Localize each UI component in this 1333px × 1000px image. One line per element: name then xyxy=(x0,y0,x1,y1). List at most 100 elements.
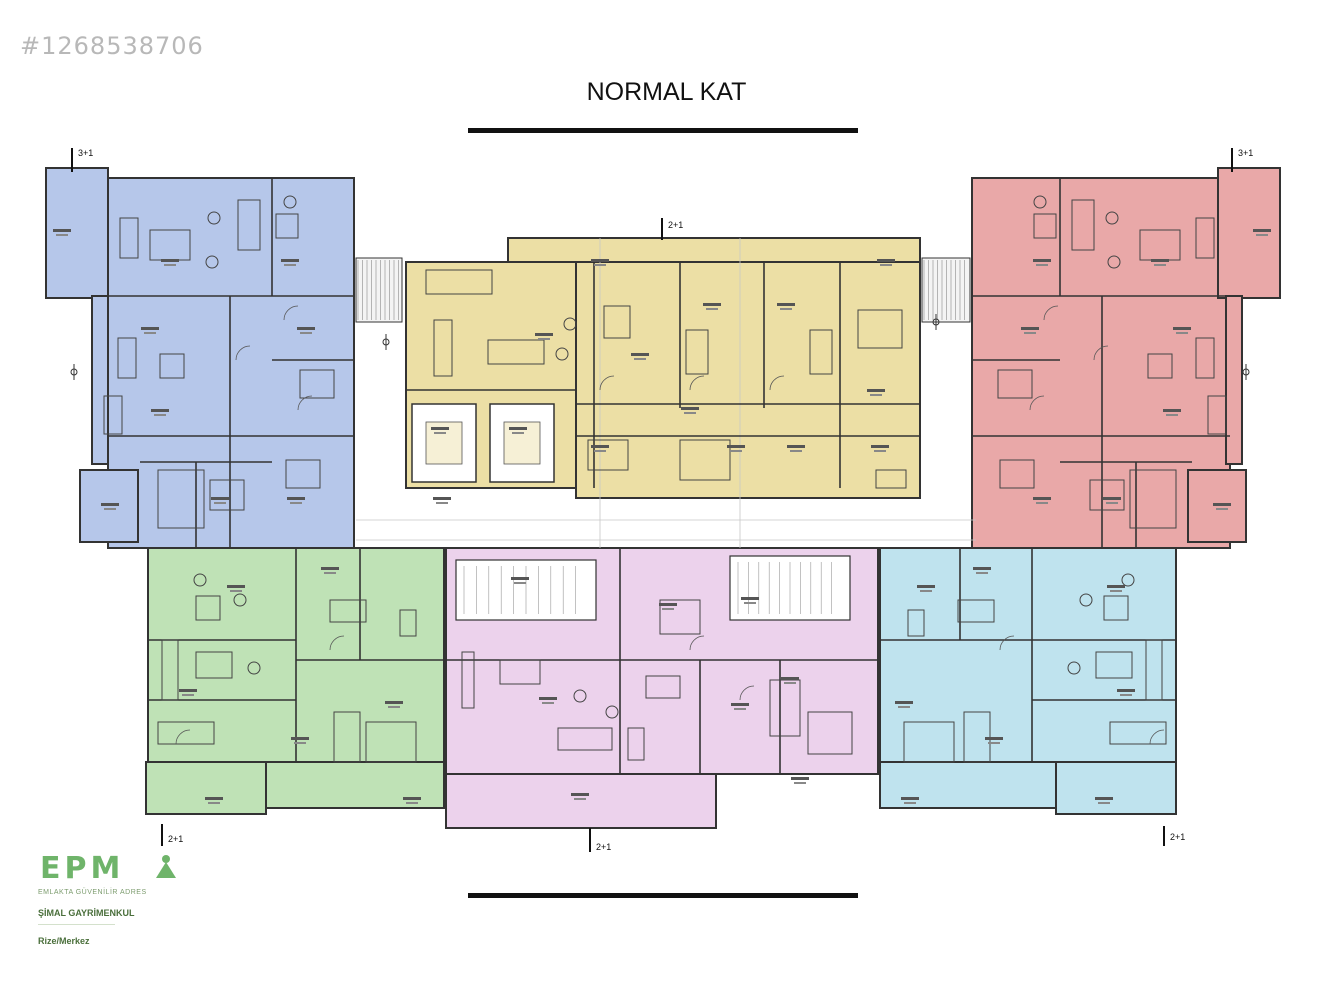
chair xyxy=(1067,661,1081,675)
furniture xyxy=(999,459,1035,489)
room-label xyxy=(1107,585,1125,588)
room-label-area xyxy=(976,572,988,574)
door-swing xyxy=(283,305,299,321)
furniture xyxy=(997,369,1033,399)
furniture xyxy=(195,651,233,679)
unit-type-label-yellow: 2+1 xyxy=(668,220,683,230)
room-label xyxy=(777,303,795,306)
room-label xyxy=(787,445,805,448)
room-label-area xyxy=(290,502,302,504)
room-label xyxy=(403,797,421,800)
room-label-area xyxy=(794,782,806,784)
room-label xyxy=(321,567,339,570)
furniture xyxy=(285,459,321,489)
room-label xyxy=(1103,497,1121,500)
door-swing xyxy=(175,729,191,745)
room-label-area xyxy=(538,338,550,340)
furniture xyxy=(587,439,629,471)
agency-logo: EPM EMLAKTA GÜVENİLİR ADRES ŞİMAL GAYRİM… xyxy=(38,851,198,946)
room-label xyxy=(681,407,699,410)
unit-yellow-block-2 xyxy=(575,261,921,499)
furniture xyxy=(1195,337,1215,379)
bottom-rule xyxy=(468,893,858,898)
unit-red-block-1 xyxy=(1217,167,1281,299)
room-label xyxy=(703,303,721,306)
furniture xyxy=(195,595,221,621)
room-label-area xyxy=(1024,332,1036,334)
furniture xyxy=(957,599,995,623)
unit-type-label-green: 2+1 xyxy=(168,834,183,844)
unit-pink-block-1 xyxy=(445,773,717,829)
room-label xyxy=(895,701,913,704)
furniture xyxy=(685,329,709,375)
furniture xyxy=(499,659,541,685)
room-label xyxy=(877,259,895,262)
unit-type-labels: 3+12+13+12+12+12+1 xyxy=(70,148,1253,852)
room-label xyxy=(591,445,609,448)
room-label xyxy=(631,353,649,356)
room-label-area xyxy=(1036,502,1048,504)
room-label-area xyxy=(284,264,296,266)
furniture xyxy=(159,353,185,379)
room-label-area xyxy=(214,502,226,504)
listing-id: #1268538706 xyxy=(20,32,204,60)
chair xyxy=(1079,593,1093,607)
furniture xyxy=(157,721,215,745)
door-swing xyxy=(999,635,1015,651)
room-label-area xyxy=(1106,502,1118,504)
logo-divider: ——————————— xyxy=(38,921,115,928)
room-label xyxy=(1163,409,1181,412)
room-label xyxy=(431,427,449,430)
furniture xyxy=(237,199,261,251)
room-label-area xyxy=(56,234,68,236)
chair xyxy=(573,689,587,703)
room-label xyxy=(205,797,223,800)
room-label-area xyxy=(920,590,932,592)
room-label xyxy=(511,577,529,580)
furniture xyxy=(1071,199,1095,251)
door-swing xyxy=(1043,305,1059,321)
room-label xyxy=(1117,689,1135,692)
room-label xyxy=(1253,229,1271,232)
chair xyxy=(233,593,247,607)
room-label xyxy=(227,585,245,588)
room-label xyxy=(179,689,197,692)
room-label-area xyxy=(880,264,892,266)
door-swing xyxy=(1093,345,1109,361)
furniture xyxy=(659,599,701,635)
room-label-area xyxy=(434,432,446,434)
room-label-area xyxy=(144,332,156,334)
furniture xyxy=(1089,479,1125,511)
logo-company: ŞİMAL GAYRİMENKUL xyxy=(38,908,135,918)
furniture xyxy=(1147,353,1173,379)
room-label xyxy=(1021,327,1039,330)
room-label xyxy=(211,497,229,500)
room-label-area xyxy=(208,802,220,804)
furniture xyxy=(425,269,493,295)
chair xyxy=(563,317,577,331)
room-label-area xyxy=(744,602,756,604)
room-label xyxy=(433,497,451,500)
room-label-area xyxy=(1256,234,1268,236)
unit-blue-block-1 xyxy=(45,167,109,299)
chair xyxy=(247,661,261,675)
room-label xyxy=(571,793,589,796)
furniture xyxy=(157,469,205,529)
unit-blue-block-0 xyxy=(107,177,355,549)
room-label-area xyxy=(1098,802,1110,804)
furniture xyxy=(603,305,631,339)
room-label xyxy=(901,797,919,800)
room-label xyxy=(1213,503,1231,506)
room-label-area xyxy=(154,414,166,416)
room-label xyxy=(917,585,935,588)
furniture xyxy=(645,675,681,699)
unit-type-label-red: 3+1 xyxy=(1238,148,1253,158)
room-label xyxy=(509,427,527,430)
room-label xyxy=(1095,797,1113,800)
room-label-area xyxy=(164,264,176,266)
chair xyxy=(1105,211,1119,225)
unit-green-block-1 xyxy=(145,761,267,815)
furniture xyxy=(903,721,955,763)
room-label-area xyxy=(790,450,802,452)
door-swing xyxy=(769,375,785,391)
